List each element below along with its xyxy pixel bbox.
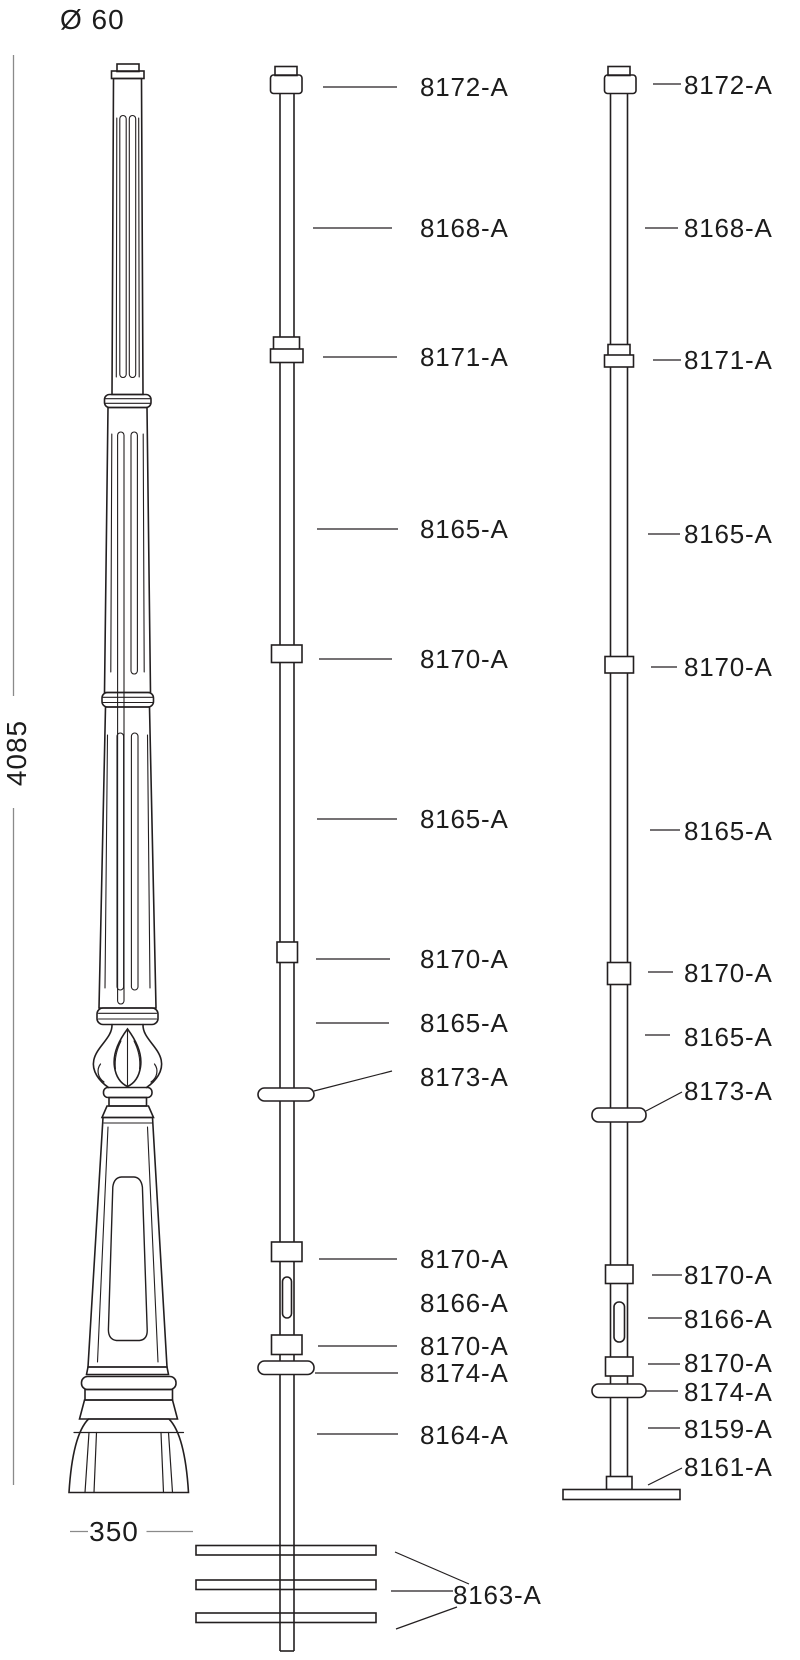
anchor-crossbars: [195, 1544, 377, 1624]
collar-ring: [101, 691, 155, 708]
diameter-dimension-label: Ø 60: [60, 4, 125, 35]
height-dimension-label: 4085: [1, 719, 32, 787]
part-label: 8174-A: [684, 1377, 773, 1407]
part-label: 8171-A: [684, 345, 773, 375]
part-label: 8161-A: [684, 1452, 773, 1482]
part-label: 8171-A: [420, 342, 509, 372]
part-label: 8168-A: [420, 213, 509, 243]
ground-collar: [591, 1107, 647, 1123]
part-label: 8164-A: [420, 1420, 509, 1450]
right-leader-lines: [645, 83, 683, 1486]
part-label: 8165-A: [684, 1022, 773, 1052]
base-collar: [257, 1360, 315, 1376]
part-label: 8166-A: [420, 1288, 509, 1318]
part-label: 8174-A: [420, 1358, 509, 1388]
part-label: 8170-A: [420, 944, 509, 974]
left-pole-elevation: [68, 63, 190, 1494]
joint-sleeve: [276, 941, 299, 964]
part-label: 8172-A: [420, 72, 509, 102]
part-label: 8170-A: [684, 1260, 773, 1290]
part-label: 8170-A: [420, 644, 509, 674]
pole-shaft: [279, 93, 295, 1652]
pole-cap: [110, 63, 145, 80]
coupling-sleeve: [604, 655, 635, 674]
coupling-sleeve: [270, 1241, 303, 1263]
leaf-ornament: [92, 1023, 163, 1089]
part-label: 8170-A: [420, 1331, 509, 1361]
joint-sleeve: [606, 961, 632, 986]
ferrule-coupling: [603, 343, 635, 368]
fluted-section-upper: [111, 77, 144, 396]
part-label: 8165-A: [420, 804, 509, 834]
collar-ring: [96, 1007, 159, 1026]
part-label: 8173-A: [684, 1076, 773, 1106]
base-plate: [562, 1488, 681, 1501]
part-label: 8170-A: [684, 652, 773, 682]
part-label: 8165-A: [420, 1008, 509, 1038]
pole-cap: [603, 65, 637, 95]
middle-pole-exploded: [195, 65, 377, 1652]
base-mouldings-lower: [78, 1366, 179, 1420]
coupling-sleeve: [270, 644, 303, 664]
middle-leader-lines: [313, 86, 470, 1630]
access-slot: [613, 1301, 626, 1343]
part-label: 8172-A: [684, 70, 773, 100]
part-label: 8165-A: [420, 514, 509, 544]
base-mouldings-upper: [100, 1086, 155, 1119]
part-label: 8170-A: [420, 1244, 509, 1274]
ground-collar: [257, 1087, 315, 1102]
dimension-lines: [12, 55, 193, 1533]
coupling-sleeve: [604, 1264, 634, 1285]
part-label: 8170-A: [684, 1348, 773, 1378]
coupling-sleeve: [270, 1334, 303, 1356]
part-label: 8163-A: [453, 1580, 542, 1610]
ferrule-coupling: [269, 336, 304, 364]
right-pole-assembled: [562, 65, 681, 1501]
coupling-sleeve: [604, 1356, 634, 1377]
collar-ring: [103, 393, 152, 409]
pole-cap: [269, 65, 303, 95]
fluted-section-middle: [103, 406, 152, 1005]
pedestal-panel: [107, 1176, 148, 1342]
part-label: 8173-A: [420, 1062, 509, 1092]
foot-block: [605, 1475, 633, 1491]
part-label: 8165-A: [684, 816, 773, 846]
part-label: 8159-A: [684, 1414, 773, 1444]
access-slot: [281, 1276, 293, 1319]
pedestal: [87, 1116, 168, 1368]
part-label: 8168-A: [684, 213, 773, 243]
pole-shaft: [609, 93, 629, 1477]
part-label: 8165-A: [684, 519, 773, 549]
base-collar: [591, 1383, 647, 1399]
base-width-dimension-label: 350: [89, 1516, 139, 1547]
part-label: 8166-A: [684, 1304, 773, 1334]
fluted-section-lower: [98, 706, 157, 1009]
part-label: 8170-A: [684, 958, 773, 988]
flared-base: [68, 1418, 190, 1494]
